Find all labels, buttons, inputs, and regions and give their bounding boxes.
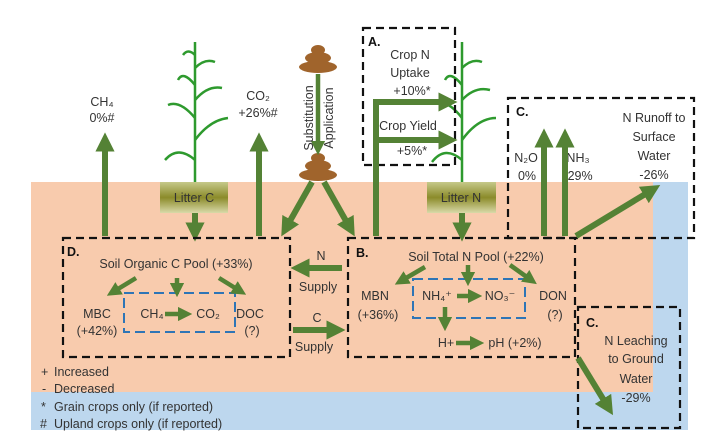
ch4-soil-label: CH₄ (140, 307, 163, 321)
legend-symbol: + (41, 365, 48, 379)
h-label: H+ (438, 336, 454, 350)
arrow (106, 276, 138, 296)
n2o-label: N₂O (514, 151, 538, 165)
doc-value: (?) (244, 324, 259, 338)
litter-n-box: Litter N (427, 182, 496, 213)
manure-icon (299, 45, 337, 73)
manure-to-c-arrow (281, 180, 315, 237)
legend-text: Decreased (54, 382, 114, 396)
ch4-value: 0%# (89, 111, 114, 125)
co2-value: +26%# (238, 106, 277, 120)
manure-to-n-arrow (321, 180, 355, 237)
box-a-tag: A. (368, 35, 381, 49)
mbc-value: (+42%) (77, 324, 118, 338)
doc-label: DOC (236, 307, 264, 321)
legend-symbol: - (42, 382, 46, 396)
nh3-label: NH₃ (566, 151, 589, 165)
runoff-label: Surface (632, 130, 675, 144)
leaching-label: Water (620, 372, 653, 386)
leaching-value: -29% (621, 391, 650, 405)
soil-organic-c-pool-label: Soil Organic C Pool (+33%) (99, 257, 252, 271)
box-c-tag: C. (586, 316, 599, 330)
litter-c-label: Litter C (174, 191, 214, 205)
box-d-tag: D. (67, 245, 80, 259)
corn-plant-icon (431, 42, 497, 182)
crop-n-uptake-value: +10%* (393, 84, 430, 98)
co2-label: CO₂ (246, 89, 270, 103)
ch4-label: CH₄ (90, 95, 113, 109)
arrow (394, 265, 427, 285)
mbn-value: (+36%) (358, 308, 399, 322)
runoff-label: Water (638, 149, 671, 163)
arrow (217, 276, 247, 295)
legend-symbol: # (40, 417, 47, 431)
ph-label: pH (+2%) (488, 336, 541, 350)
box-d-soil-organic-c (61, 236, 292, 359)
legend: + Increased - Decreased * Grain crops on… (40, 365, 222, 431)
don-value: (?) (547, 308, 562, 322)
application-label: Application (322, 87, 336, 148)
litter-c-box: Litter C (160, 182, 228, 213)
nh4-label: NH₄⁺ (422, 289, 452, 303)
corn-plant-icon (164, 42, 229, 182)
box-c-leaching (576, 305, 682, 430)
n-leaching-arrow (575, 356, 614, 416)
co2-soil-label: CO₂ (196, 307, 220, 321)
arrow (508, 263, 537, 285)
no3-label: NO₃⁻ (485, 289, 515, 303)
legend-text: Grain crops only (if reported) (54, 400, 213, 414)
crop-yield-label: Crop Yield (379, 119, 437, 133)
mbc-label: MBC (83, 307, 111, 321)
crop-n-uptake-label: Crop N (390, 48, 430, 62)
legend-symbol: * (41, 400, 46, 414)
n-runoff-arrow (574, 185, 661, 239)
legend-text: Increased (54, 365, 109, 379)
c-supply-label: C (312, 311, 321, 325)
runoff-label: N Runoff to (622, 111, 685, 125)
substitution-label: Substitution (302, 85, 316, 150)
box-c-tag: C. (516, 105, 529, 119)
crop-n-uptake-label: Uptake (390, 66, 430, 80)
leaching-label: to Ground (608, 352, 664, 366)
box-b-tag: B. (356, 246, 369, 260)
legend-text: Upland crops only (if reported) (54, 417, 222, 431)
nh3-value: -29% (563, 169, 592, 183)
box-c-gaseous-runoff (506, 96, 696, 240)
crop-n-uptake-arrow (373, 92, 458, 236)
n2o-value: 0% (518, 169, 536, 183)
litter-n-label: Litter N (441, 191, 481, 205)
leaching-label: N Leaching (604, 334, 667, 348)
soil-total-n-pool-label: Soil Total N Pool (+22%) (408, 250, 544, 264)
don-label: DON (539, 289, 567, 303)
n-supply-label: Supply (299, 280, 338, 294)
runoff-value: -26% (639, 168, 668, 182)
crop-yield-value: +5%* (397, 144, 427, 158)
manure-icon (299, 153, 337, 181)
mbn-label: MBN (361, 289, 389, 303)
box-b-soil-total-n (346, 236, 577, 359)
c-supply-label: Supply (295, 340, 334, 354)
n-supply-label: N (316, 249, 325, 263)
